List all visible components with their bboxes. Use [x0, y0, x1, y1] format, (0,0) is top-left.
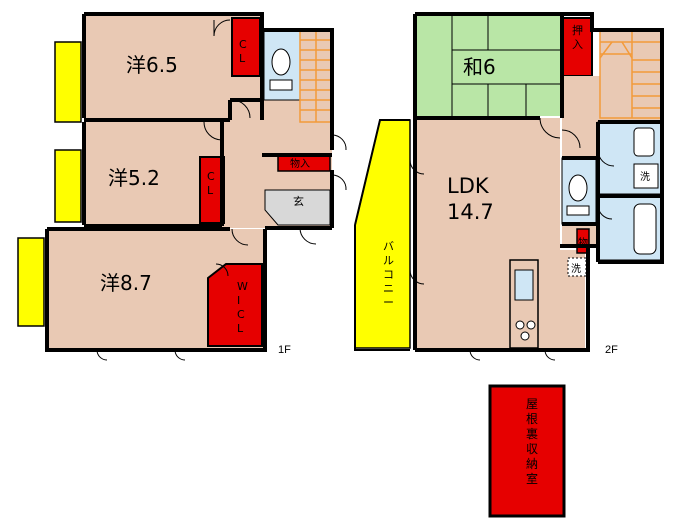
label-ldk-name: LDK: [447, 174, 490, 198]
label-oshiire: 押入: [572, 23, 583, 51]
bay-window-a: [54, 41, 82, 123]
washer-pan: [633, 163, 659, 189]
tatami-lines: [451, 16, 562, 116]
closet-a: [231, 17, 261, 77]
entrance-1f: [264, 189, 331, 226]
stair-steps-2f: [599, 30, 662, 118]
room-japanese: [417, 16, 562, 116]
label-western-a: 洋6.5: [126, 53, 178, 77]
toilet-bowl-2f: [568, 174, 588, 202]
attic-storage: 屋根裏収納室: [488, 384, 566, 518]
label-balcony: バルコニー: [383, 240, 394, 309]
label-washer: 洗: [640, 171, 650, 183]
balcony: [354, 119, 411, 349]
walk-in-closet: [207, 263, 263, 347]
walls-2f: [354, 12, 664, 352]
kitchen-sink: [514, 269, 534, 301]
floor-label-2f: 2F: [605, 344, 618, 356]
toilet-tank-2f: [566, 205, 590, 216]
room-ldk: [415, 118, 585, 348]
label-storage-2f: 物: [578, 236, 588, 249]
toilet-tank-1f: [269, 79, 293, 91]
label-laundry: 洗: [571, 263, 581, 275]
second-floor: 和6 LDK 14.7 押入 バルコニー 物 洗 洗 2F: [354, 12, 664, 361]
floor-label-1f: 1F: [278, 344, 291, 356]
walls-1f: [45, 12, 334, 352]
label-japanese: 和6: [463, 55, 496, 79]
kitchen-stove: [515, 320, 536, 341]
attic-room: [488, 384, 566, 518]
stair-steps-1f: [300, 30, 332, 122]
bay-window-b: [54, 149, 82, 223]
toilet-bowl-1f: [271, 48, 291, 76]
stairs-2f: [599, 29, 663, 119]
label-storage-1f: 物入: [290, 157, 310, 170]
bathtub: [633, 203, 657, 255]
wash-basin: [633, 127, 655, 157]
door-swings-2f: [409, 117, 615, 361]
label-attic: 屋根裏収納室: [526, 397, 538, 486]
label-western-c: 洋8.7: [100, 271, 152, 295]
label-entrance: 玄: [293, 194, 304, 208]
door-swings-1f: [96, 19, 347, 361]
label-western-b: 洋5.2: [108, 166, 160, 190]
laundry-mark: [567, 257, 587, 277]
bay-window-c: [17, 237, 45, 327]
label-ldk-size: 14.7: [447, 200, 494, 224]
